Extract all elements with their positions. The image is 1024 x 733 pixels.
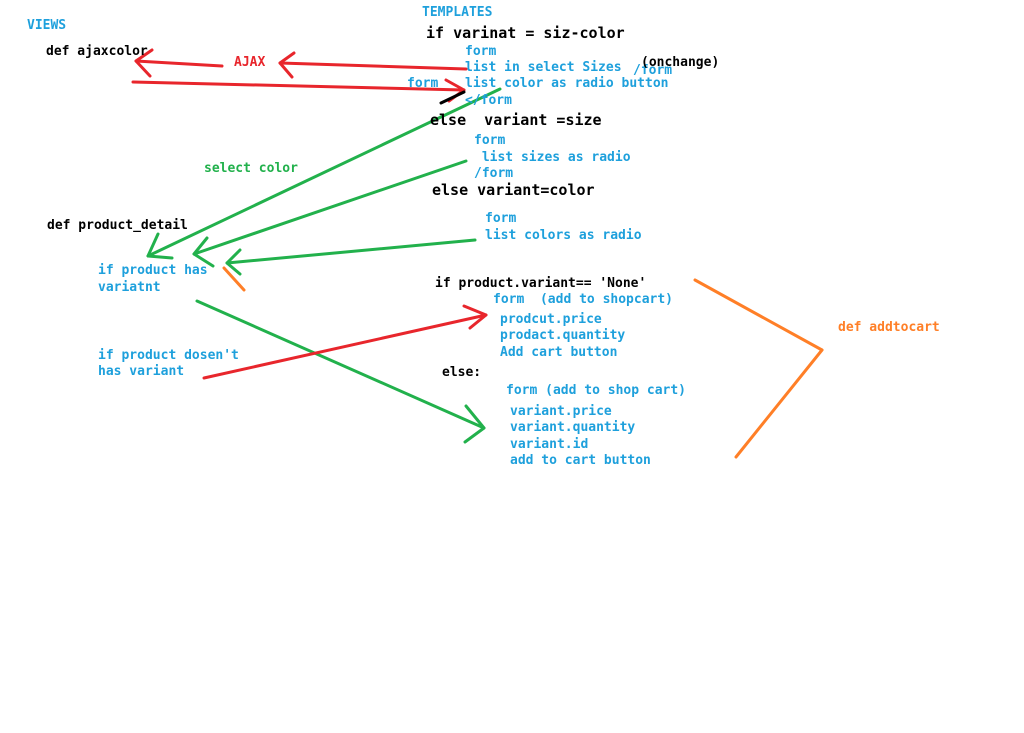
variant-form: form (add to shop cart): [506, 383, 687, 398]
no-variant-arrow: [202, 304, 488, 380]
addtocart-bracket: [222, 266, 824, 459]
size-list: list sizes as radio: [474, 150, 631, 165]
sc-form-close-a: /form: [633, 63, 673, 78]
ajaxcolor-to-template-arrow: [131, 80, 466, 92]
onchange-label: (onchange): [641, 55, 720, 70]
color-radio-arrow-head: [225, 248, 242, 276]
sc-form-open: form: [465, 44, 497, 59]
ajax-arrow-left-head: [134, 48, 154, 78]
no-variant-arrow-head: [462, 304, 488, 330]
variant-add-to-cart-button: add to cart button: [510, 453, 651, 468]
if-variant-none: if product.variant== 'None': [435, 276, 647, 291]
select-color-arrow-head: [146, 232, 174, 260]
color-list: list colors as radio: [485, 228, 642, 243]
else-size: else variant =size: [430, 111, 602, 129]
ajax-label: AJAX: [234, 55, 266, 70]
def-addtocart: def addtocart: [838, 320, 940, 335]
if-has-variant-line1: if product has: [98, 263, 208, 278]
sc-form-close-b: </form: [465, 93, 512, 108]
addtocart-bracket-bottom: [734, 348, 824, 459]
variant-id: variant.id: [510, 437, 589, 452]
color-form-open: form: [485, 211, 517, 226]
orange-tick-mark: [222, 266, 246, 292]
ajax-arrows: [131, 48, 468, 103]
black-tick-mark: [439, 90, 466, 105]
def-ajaxcolor: def ajaxcolor: [46, 44, 148, 59]
sc-radio-colors: list color as radio button: [465, 76, 669, 91]
has-variant-arrow: [195, 299, 486, 430]
none-form: form (add to shopcart): [493, 292, 674, 307]
color-radio-arrow: [225, 238, 477, 265]
select-color-label: select color: [204, 161, 298, 176]
size-form-close: /form: [474, 166, 514, 181]
green-arrows: [146, 87, 502, 444]
none-add-cart-button: Add cart button: [500, 345, 618, 360]
if-no-variant-line1: if product dosen't: [98, 348, 239, 363]
none-price: prodcut.price: [500, 312, 602, 327]
ajax-arrow-left: [134, 59, 224, 68]
ajax-arrow-template-head: [278, 51, 296, 79]
none-quantity: prodact.quantity: [500, 328, 626, 343]
sc-form-b: form: [407, 76, 439, 91]
has-variant-arrow-head: [463, 404, 486, 444]
size-radio-arrow-head: [192, 236, 215, 268]
if-no-variant-line2: has variant: [98, 364, 185, 379]
size-form-open: form: [474, 133, 506, 148]
variant-quantity: variant.quantity: [510, 420, 636, 435]
if-has-variant-line2: variatnt: [98, 280, 161, 295]
addtocart-bracket-top: [693, 278, 824, 352]
select-color-arrow: [146, 87, 502, 258]
def-product-detail: def product_detail: [47, 218, 188, 233]
templates-heading: TEMPLATES: [422, 5, 493, 20]
size-radio-arrow: [192, 159, 468, 256]
sc-select-sizes: list in select Sizes: [465, 60, 622, 75]
else-label: else:: [442, 365, 482, 380]
views-heading: VIEWS: [27, 18, 67, 33]
ajax-arrow-template-to-ajax: [278, 61, 468, 71]
if-size-color: if varinat = siz-color: [426, 24, 625, 42]
variant-price: variant.price: [510, 404, 612, 419]
no-variant-arrow-line: [202, 313, 488, 380]
else-color: else variant=color: [432, 181, 595, 199]
